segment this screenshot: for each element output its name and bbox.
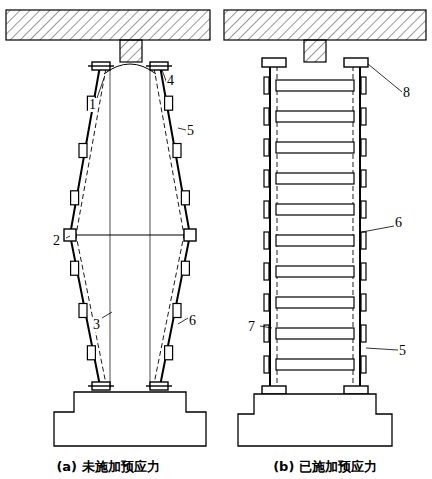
side-plate — [361, 139, 366, 156]
batten-plate — [165, 96, 173, 110]
side-plate — [361, 77, 366, 94]
angle-steel-a — [70, 66, 190, 386]
callout-number: 8 — [402, 86, 411, 100]
side-plate — [264, 356, 269, 373]
batten-plates-b — [264, 77, 366, 373]
batten-plate — [79, 144, 87, 158]
callout-number: 3 — [92, 318, 101, 332]
callout-number: 7 — [247, 320, 256, 334]
side-plate — [361, 294, 366, 311]
batten-plate — [276, 173, 354, 184]
side-plate — [264, 77, 269, 94]
angle-steel-b — [270, 64, 360, 392]
batten-plate — [276, 80, 354, 91]
batten-plates-a — [71, 96, 190, 360]
batten-plate — [276, 297, 354, 308]
batten-plate — [181, 261, 189, 275]
side-plate — [361, 263, 366, 280]
batten-plate — [71, 191, 79, 205]
side-plate — [264, 170, 269, 187]
sub-caption: (b) 已施加预应力 — [272, 460, 378, 473]
batten-plate — [173, 304, 181, 318]
leader-lines — [66, 64, 402, 350]
batten-plate — [181, 191, 189, 205]
batten-plate — [276, 328, 354, 339]
side-plate — [264, 232, 269, 249]
batten-plate — [87, 346, 95, 360]
callout-number: 5 — [398, 344, 407, 358]
slab — [6, 10, 426, 62]
callout-number: 5 — [186, 124, 195, 138]
batten-plate — [276, 266, 354, 277]
callout-number: 1 — [88, 98, 97, 112]
side-plate — [361, 108, 366, 125]
batten-plate — [71, 261, 79, 275]
side-plate — [361, 356, 366, 373]
side-plate — [264, 294, 269, 311]
callout-number: 2 — [52, 234, 61, 248]
batten-plate — [276, 111, 354, 122]
batten-plate — [276, 235, 354, 246]
side-plate — [264, 108, 269, 125]
side-plate — [361, 170, 366, 187]
callout-number: 6 — [188, 314, 197, 328]
batten-plate — [173, 144, 181, 158]
cap-plates-a — [64, 62, 196, 390]
callout-number: 6 — [394, 216, 403, 230]
callout-number: 4 — [166, 74, 175, 88]
cap-plates-b — [262, 58, 368, 394]
side-plate — [361, 201, 366, 218]
batten-plate — [79, 304, 87, 318]
batten-plate — [165, 346, 173, 360]
foundation — [54, 392, 392, 446]
batten-plate — [276, 142, 354, 153]
side-plate — [361, 232, 366, 249]
batten-plate — [276, 204, 354, 215]
side-plate — [361, 325, 366, 342]
side-plate — [264, 201, 269, 218]
side-plate — [264, 139, 269, 156]
side-plate — [264, 263, 269, 280]
batten-plate — [276, 359, 354, 370]
sub-caption: (a) 未施加预应力 — [55, 460, 160, 473]
